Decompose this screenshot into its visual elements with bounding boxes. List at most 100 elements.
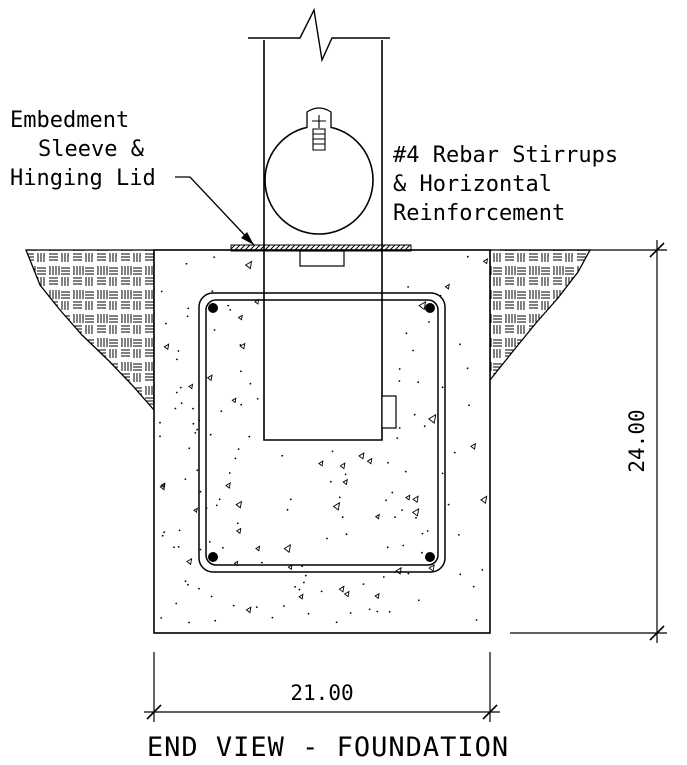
rebar-dot: [425, 552, 435, 562]
aggregate-triangle: [206, 374, 213, 382]
aggregate-dot: [249, 382, 252, 385]
height-tick-top: [649, 242, 665, 258]
aggregate-dot: [178, 529, 181, 532]
aggregate-dot: [289, 498, 292, 501]
aggregate-dot: [417, 381, 420, 384]
aggregate-dot: [298, 588, 301, 591]
aggregate-dot: [161, 534, 164, 537]
aggregate-dot: [428, 321, 430, 323]
aggregate-dot: [423, 425, 426, 428]
soil-right: [489, 249, 592, 382]
aggregate-dot: [174, 407, 177, 410]
aggregate-dot: [286, 508, 289, 511]
aggregate-dot: [179, 386, 182, 389]
aggregate-dot: [209, 433, 212, 436]
embedment-label-line1: Embedment: [10, 108, 129, 133]
aggregate-dot: [413, 413, 416, 416]
aggregate-dot: [175, 602, 178, 605]
aggregate-dot: [208, 541, 211, 543]
aggregate-dot: [210, 595, 213, 598]
aggregate-triangle: [482, 258, 489, 265]
aggregate-dot: [228, 472, 231, 474]
aggregate-triangle: [374, 592, 380, 600]
aggregate-triangle: [244, 260, 253, 270]
aggregate-dot: [237, 448, 240, 450]
aggregate-dot: [404, 470, 407, 473]
aggregate-dot: [196, 469, 199, 472]
aggregate-dot: [475, 619, 478, 621]
aggregate-dot: [261, 561, 263, 564]
aggregate-dot: [294, 585, 296, 588]
aggregate-dot: [248, 435, 251, 438]
aggregate-dot: [255, 606, 258, 608]
aggregate-dot: [376, 610, 379, 613]
aggregate-dot: [468, 404, 470, 407]
aggregate-dot: [459, 343, 461, 346]
aggregate-dot: [398, 368, 401, 370]
embedment-label-line2: Sleeve &: [38, 137, 145, 162]
aggregate-dot: [307, 612, 310, 615]
aggregate-triangle: [444, 283, 450, 290]
aggregate-triangle: [245, 606, 252, 614]
aggregate-triangle: [411, 507, 420, 517]
aggregate-dot: [417, 599, 420, 602]
aggregate-dot: [218, 498, 221, 501]
embedment-leader: [175, 176, 255, 246]
aggregate-triangle: [428, 564, 435, 572]
aggregate-dot: [222, 546, 224, 549]
aggregate-dot: [398, 380, 401, 382]
aggregate-dot: [227, 304, 230, 307]
aggregate-dot: [405, 332, 408, 335]
aggregate-triangle: [480, 495, 488, 505]
aggregate-dot: [349, 612, 352, 614]
aggregate-dot: [194, 432, 197, 434]
aggregate-dot: [338, 496, 341, 499]
aggregate-dot: [426, 530, 429, 532]
drawing-title: END VIEW - FOUNDATION: [147, 732, 509, 763]
aggregate-dot: [326, 537, 328, 540]
aggregate-triangle: [235, 527, 242, 535]
aggregate-triangle: [342, 478, 348, 486]
aggregate-dot: [283, 605, 285, 607]
aggregate-dot: [188, 447, 191, 450]
break-line: [248, 7, 390, 63]
aggregate-triangle: [235, 500, 243, 509]
aggregate-dot: [213, 329, 216, 331]
aggregate-triangle: [343, 590, 350, 598]
aggregate-triangle: [287, 564, 293, 571]
aggregate-dot: [229, 309, 232, 311]
aggregate-dot: [188, 621, 190, 624]
aggregate-dot: [415, 517, 417, 519]
aggregate-triangle: [332, 501, 341, 511]
round-lid-cover: [264, 125, 374, 235]
aggregate-triangle: [239, 342, 246, 350]
rebar-dot: [208, 303, 218, 313]
aggregate-dot: [382, 576, 385, 578]
aggregate-dot: [304, 574, 307, 577]
aggregate-dot: [394, 516, 396, 518]
aggregate-triangle: [231, 397, 237, 404]
aggregate-dot: [441, 472, 444, 475]
aggregate-dot: [187, 307, 190, 310]
rebar-dot: [425, 303, 435, 313]
embedment-arrowhead: [241, 232, 254, 245]
aggregate-dot: [187, 583, 189, 586]
aggregate-dot: [386, 546, 389, 549]
aggregate-dot: [407, 572, 410, 575]
aggregate-dot: [256, 398, 259, 400]
aggregate-triangle: [318, 460, 324, 467]
aggregate-dot: [385, 499, 387, 502]
aggregate-dot: [175, 391, 178, 394]
aggregate-dot: [303, 581, 305, 584]
aggregate-dot: [271, 616, 274, 619]
aggregate-dot: [481, 569, 484, 571]
aggregate-dot: [192, 407, 194, 410]
aggregate-triangle: [470, 442, 477, 450]
aggregate-dot: [341, 516, 344, 519]
aggregate-triangle: [159, 483, 166, 491]
aggregate-dot: [159, 435, 161, 438]
aggregate-dot: [472, 585, 475, 588]
aggregate-triangle: [255, 545, 261, 552]
height-dimension-value: 24.00: [625, 409, 649, 472]
